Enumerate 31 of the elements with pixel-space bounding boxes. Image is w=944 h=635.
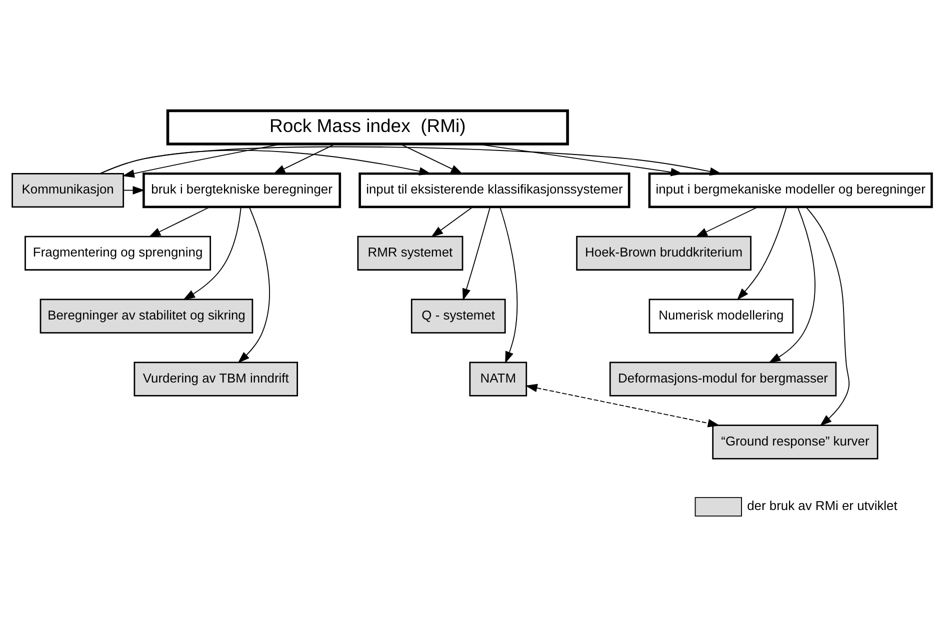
arrow: [238, 206, 270, 363]
arrow: [273, 143, 336, 174]
node-box: NATM: [469, 361, 528, 396]
node-box: Deformasjons-modul for bergmasser: [609, 361, 837, 396]
node-box: Rock Mass index (RMi): [166, 108, 569, 145]
arrow: [400, 143, 463, 174]
node-box: Hoek-Brown bruddkriterium: [576, 235, 752, 270]
arrow: [123, 186, 145, 194]
node-box: “Ground response” kurver: [712, 424, 878, 459]
node-box: RMR systemet: [357, 235, 464, 270]
node-box: input til eksisterende klassifikasjonssystemer: [358, 172, 630, 208]
arrow: [462, 206, 490, 300]
node-box: Fragmentering og sprengning: [24, 235, 212, 270]
node-box: Numerisk modellering: [648, 298, 794, 333]
arrow: [183, 206, 242, 300]
node-box: Vurdering av TBM inndrift: [134, 361, 298, 396]
arrow: [695, 206, 758, 237]
node-box: Beregninger av stabilitet og sikring: [40, 298, 254, 333]
node-box: bruk i bergtekniske beregninger: [142, 172, 342, 208]
node-box: Kommunikasjon: [12, 172, 124, 208]
arrow: [500, 206, 518, 363]
arrow: [100, 146, 722, 176]
arrow: [806, 206, 850, 426]
node-box: Q - systemet: [410, 298, 506, 333]
arrow: [148, 206, 210, 237]
arrow: [525, 383, 720, 427]
arrow: [736, 206, 787, 300]
arrow: [431, 206, 473, 237]
legend-label: der bruk av RMi er utviklet: [747, 498, 898, 513]
arrow: [768, 206, 816, 362]
node-box: input i bergmekaniske modeller og beregninger: [648, 172, 933, 208]
